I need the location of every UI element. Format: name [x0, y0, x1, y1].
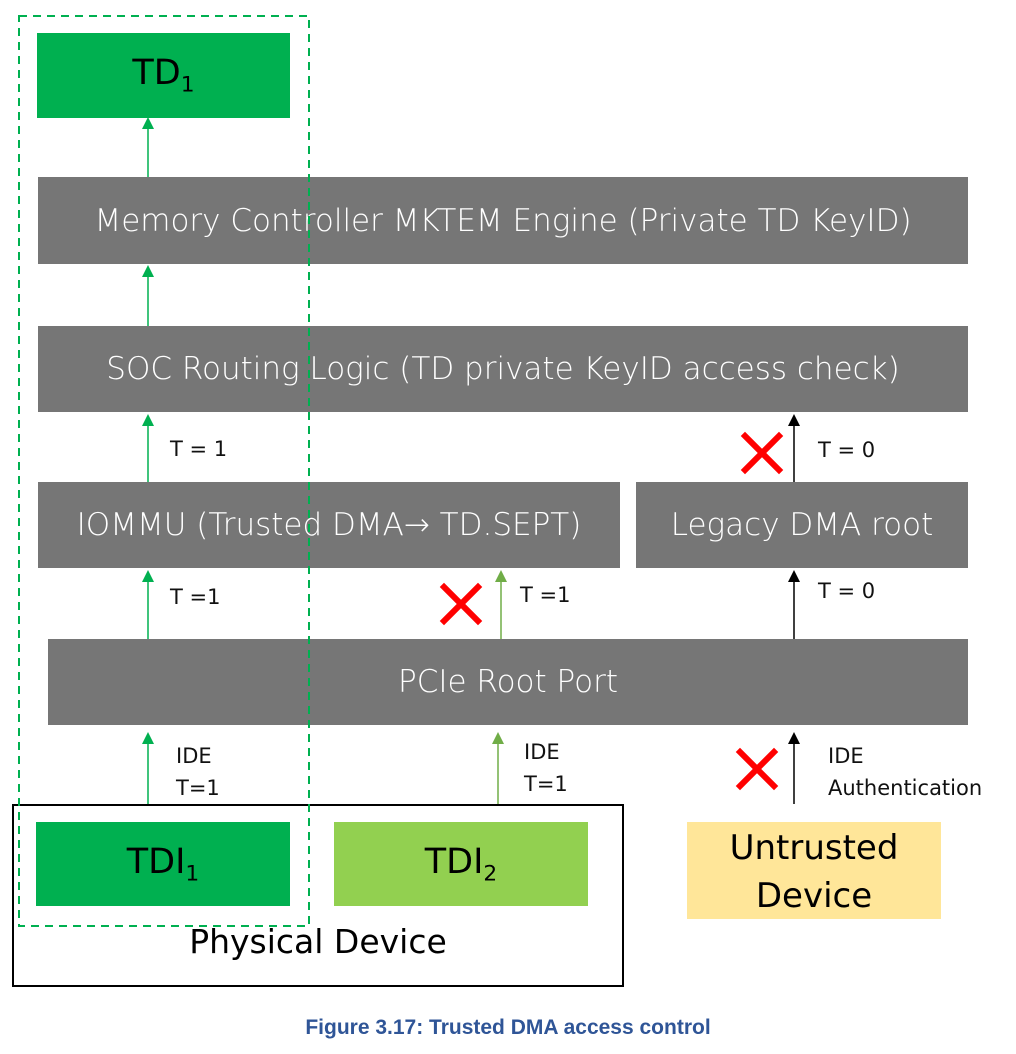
pcie-root-port-label: PCIe Root Port: [398, 664, 618, 700]
reject-x-legacy-soc: [740, 431, 784, 475]
root-to-legacy-t-label: T = 0: [818, 579, 876, 603]
tdi1-block: TDI1: [36, 822, 290, 906]
iommu-to-soc-t-label: T = 1: [170, 437, 228, 461]
tdi2-label: TDI2: [424, 841, 498, 887]
legacy-dma-block: Legacy DMA root: [636, 482, 968, 568]
figure-caption: Figure 3.17: Trusted DMA access control: [305, 1016, 711, 1039]
reject-x-tdi2-iommu: [439, 582, 483, 626]
root-to-iommu-tdi2-t-label: T =1: [520, 583, 571, 607]
untrusted-device-block: Untrusted Device: [687, 822, 941, 919]
physical-device-frame: [12, 804, 624, 987]
root-to-iommu-t-label: T =1: [170, 585, 221, 609]
memory-controller-label: Memory Controller MKTEM Engine (Private …: [94, 202, 912, 239]
td1-block: TD1: [37, 33, 290, 118]
soc-routing-block: SOC Routing Logic (TD private KeyID acce…: [38, 326, 968, 412]
legacy-to-soc-t-label: T = 0: [818, 438, 876, 462]
td-trust-boundary: [18, 15, 310, 927]
physical-device-label: Physical Device: [189, 922, 447, 961]
tdi2-block: TDI2: [334, 822, 588, 906]
iommu-label: IOMMU (Trusted DMA→ TD.SEPT): [76, 507, 582, 543]
memory-controller-block: Memory Controller MKTEM Engine (Private …: [38, 177, 968, 264]
legacy-dma-label: Legacy DMA root: [670, 507, 934, 543]
td1-label: TD1: [132, 53, 195, 98]
iommu-block: IOMMU (Trusted DMA→ TD.SEPT): [38, 482, 620, 568]
soc-routing-label: SOC Routing Logic (TD private KeyID acce…: [106, 351, 900, 387]
untrusted-line-2: Device: [755, 876, 873, 916]
tdi1-label: TDI1: [126, 841, 200, 887]
untrusted-line-1: Untrusted: [729, 828, 899, 868]
pcie-root-port-block: PCIe Root Port: [48, 639, 968, 725]
reject-x-untrusted-ide: [735, 747, 779, 791]
